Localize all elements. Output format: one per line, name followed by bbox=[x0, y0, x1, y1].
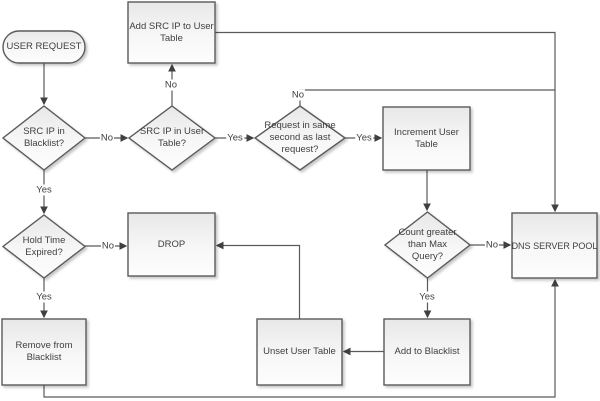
shape-hold-time bbox=[1, 214, 87, 279]
shape-remove-blacklist bbox=[1, 318, 87, 386]
edge-label-count-yes: Yes bbox=[418, 291, 436, 303]
shape-increment-user-table bbox=[382, 106, 471, 171]
shape-count-greater bbox=[383, 211, 472, 279]
edge-remove-to-dns-pool bbox=[43, 278, 559, 398]
shape-dns-pool bbox=[511, 212, 598, 279]
edge-add-src-to-dns-pool bbox=[215, 31, 559, 213]
edge-label-blacklist-yes: Yes bbox=[35, 184, 53, 196]
edge-label-hold-time-yes: Yes bbox=[35, 291, 53, 303]
edge-label-blacklist-no: No bbox=[99, 132, 115, 144]
shape-add-src-ip bbox=[127, 1, 216, 64]
edge-unset-to-drop bbox=[215, 241, 301, 319]
edge-label-count-no: No bbox=[484, 239, 500, 251]
shape-src-ip-user-table bbox=[127, 105, 217, 171]
shape-add-blacklist bbox=[383, 318, 471, 386]
edge-label-user-table-no: No bbox=[163, 79, 179, 91]
edge-label-user-table-yes: Yes bbox=[226, 132, 244, 144]
edge-label-same-second-yes: Yes bbox=[355, 132, 373, 144]
edge-label-same-second-no: No bbox=[290, 89, 306, 101]
shape-drop bbox=[127, 212, 216, 277]
edge-label-hold-time-no: No bbox=[100, 240, 116, 252]
shape-src-ip-blacklist bbox=[1, 105, 87, 171]
edge-same-second-no-to-dns-pool bbox=[299, 89, 555, 106]
shape-user-request bbox=[2, 30, 86, 64]
shape-unset-user-table bbox=[256, 318, 343, 386]
shape-same-second bbox=[253, 105, 347, 171]
